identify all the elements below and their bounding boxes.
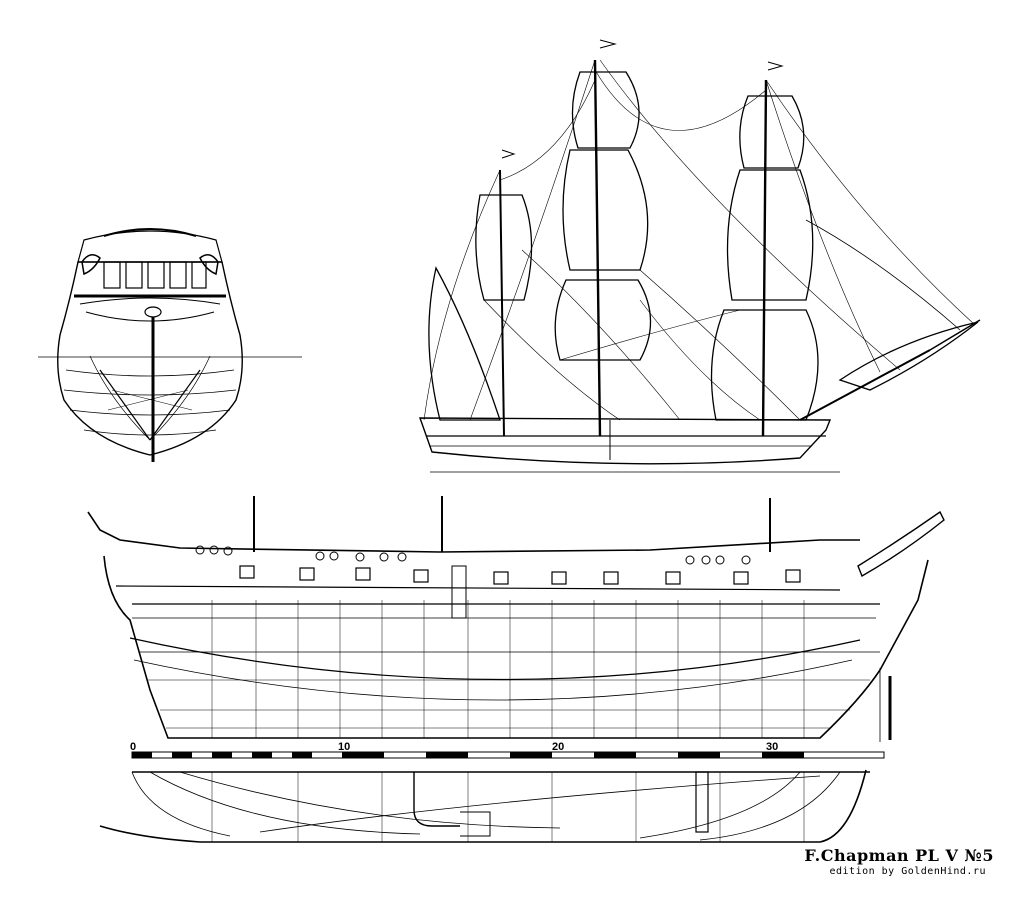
- portholes: [195, 545, 751, 565]
- scale-bar: 0 10 20 30: [130, 741, 885, 759]
- scale-label-0: 0: [130, 741, 136, 753]
- rigging-lines: [423, 59, 976, 460]
- stern-view: [38, 228, 302, 462]
- gunports: [239, 565, 801, 585]
- profile-view: [87, 496, 945, 742]
- sails: [428, 71, 979, 421]
- scale-label-10: 10: [338, 741, 350, 753]
- plate-credit: edition by GoldenHind.ru: [829, 866, 986, 877]
- frame-lines: [211, 600, 805, 738]
- station-lines: [211, 772, 805, 842]
- sail-plan-view: [419, 39, 981, 473]
- plate-title: F.Chapman PL V №5: [804, 846, 994, 865]
- scale-label-20: 20: [552, 741, 564, 753]
- scale-label-30: 30: [766, 741, 778, 753]
- half-breadth-plan: [99, 769, 870, 843]
- stern-windows: [103, 261, 207, 289]
